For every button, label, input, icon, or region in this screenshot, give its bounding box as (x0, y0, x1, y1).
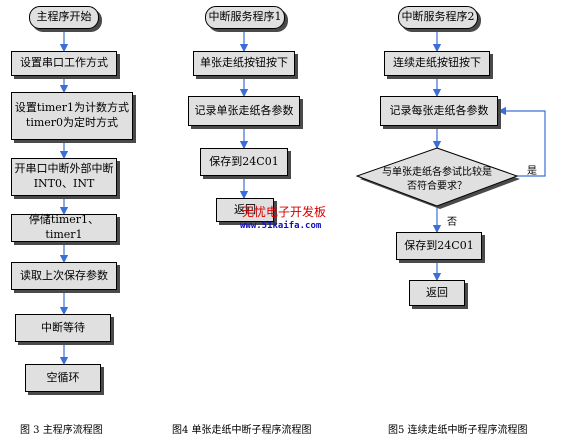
no-label: 否 (447, 217, 457, 228)
enable-interrupts-box: 开串口中断外部中断 INT0、INT (11, 158, 117, 196)
save-24c01-box-2: 保存到24C01 (396, 232, 482, 260)
arrow-3-loop-yes (497, 106, 546, 177)
decision-text: 与单张走纸各参试比较是 否符合要求？ (382, 167, 492, 192)
figure3-caption: 图 3 主程序流程图 (20, 425, 103, 436)
save-24c01-box-1: 保存到24C01 (200, 148, 288, 176)
idle-loop-box: 空循环 (25, 364, 101, 392)
record-each-params-box: 记录每张走纸各参数 (380, 96, 498, 126)
watermark-url: www.51kaifa.com (240, 221, 322, 231)
watermark-text: 无忧电子开发板 (242, 205, 327, 219)
return-box-1: 返回 (216, 198, 274, 222)
main-start-terminal: 主程序开始 (29, 6, 99, 29)
figure4-caption: 图4 单张走纸中断子程序流程图 (172, 425, 312, 436)
isr1-start-terminal: 中断服务程序1 (205, 6, 285, 29)
return-box-2: 返回 (409, 280, 465, 306)
record-single-params-box: 记录单张走纸各参数 (188, 96, 300, 126)
single-feed-pressed-box: 单张走纸按钮按下 (193, 51, 295, 76)
isr2-start-terminal: 中断服务程序2 (398, 6, 478, 29)
decision-diamond (355, 147, 519, 207)
stop-timers-box: 停储timer1、timer1 (11, 213, 117, 242)
yes-label: 是 (527, 166, 537, 177)
read-params-box: 读取上次保存参数 (11, 262, 117, 290)
figure5-caption: 图5 连续走纸中断子程序流程图 (388, 425, 528, 436)
set-timer-mode-box: 设置timer1为计数方式 timer0为定时方式 (11, 92, 133, 140)
wait-interrupt-box: 中断等待 (15, 314, 111, 342)
continuous-feed-pressed-box: 连续走纸按钮按下 (384, 51, 490, 76)
set-serial-mode-box: 设置串口工作方式 (11, 51, 117, 76)
